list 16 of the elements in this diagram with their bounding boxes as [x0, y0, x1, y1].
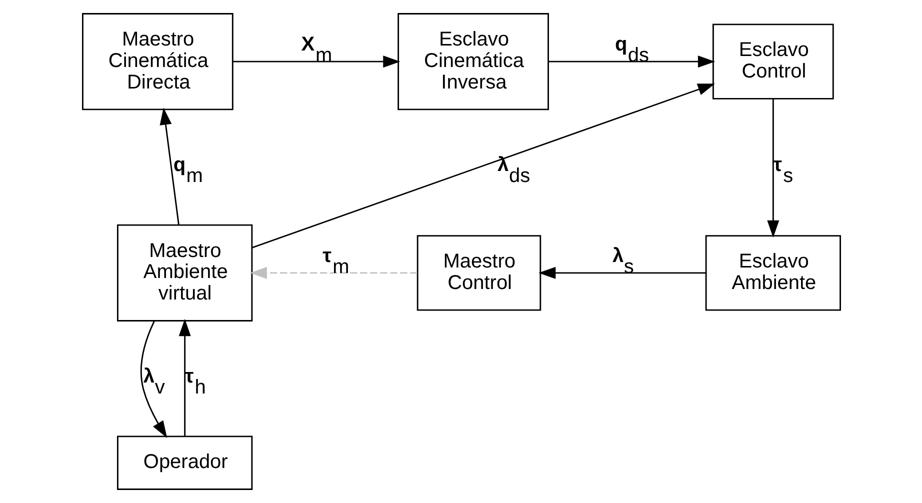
node-box: Esclavo Ambiente [704, 235, 840, 311]
arrow [538, 266, 706, 279]
arrow [178, 318, 190, 436]
arrow [548, 56, 715, 68]
arrow [251, 84, 714, 248]
node-box: Maestro Ambiente virtual [116, 224, 252, 322]
node-box: Maestro Control [416, 235, 541, 311]
node-box: Maestro Cinemática Directa [82, 13, 233, 110]
arrow [159, 108, 179, 225]
node-box: Operador [116, 436, 252, 490]
arrow [232, 56, 400, 68]
node-box: Esclavo Cinemática Inversa [397, 13, 548, 110]
node-box: Esclavo Control [712, 24, 834, 100]
arrow [249, 266, 417, 279]
arrow [140, 321, 167, 438]
arrow [766, 98, 779, 238]
